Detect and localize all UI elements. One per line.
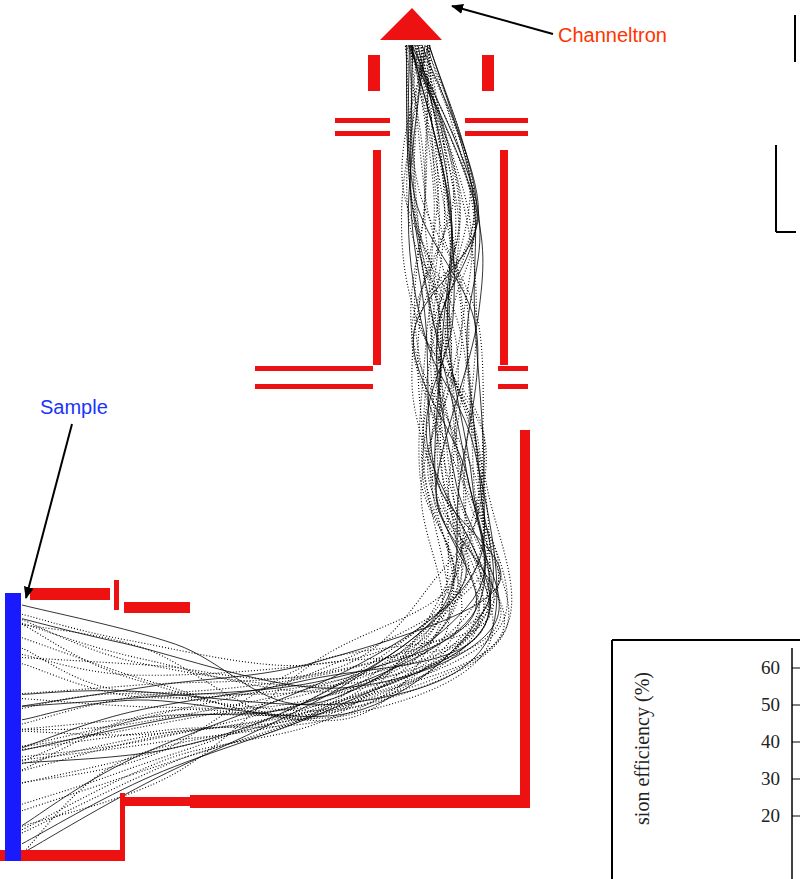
electron-trajectory bbox=[22, 45, 490, 844]
electron-trajectory bbox=[22, 45, 509, 770]
electron-trajectory bbox=[22, 45, 485, 826]
tick-label: 40 bbox=[761, 731, 780, 753]
axis-title: sion efficiency (%) bbox=[631, 672, 654, 825]
tick-label: 60 bbox=[761, 657, 780, 679]
electron-trajectory bbox=[22, 45, 493, 720]
electron-trajectory bbox=[22, 45, 484, 698]
electron-trajectory bbox=[22, 45, 497, 705]
electron-trajectory bbox=[22, 45, 512, 714]
electron-trajectory bbox=[22, 45, 499, 711]
electron-trajectory bbox=[22, 45, 454, 721]
electrodes bbox=[0, 8, 530, 861]
electron-trajectory bbox=[22, 45, 487, 746]
electron-trajectory bbox=[22, 45, 490, 748]
inset-frame bbox=[776, 15, 796, 232]
channeltron-symbol bbox=[380, 8, 442, 40]
electron-trajectory bbox=[22, 45, 499, 749]
electron-trajectory bbox=[22, 45, 484, 709]
leader-arrow bbox=[26, 424, 72, 598]
electron-trajectory bbox=[22, 45, 491, 729]
part-label: Sample bbox=[40, 396, 108, 419]
electron-trajectory bbox=[22, 45, 475, 747]
electron-trajectory bbox=[22, 45, 485, 750]
electron-trajectory bbox=[22, 45, 462, 730]
part-label: Channeltron bbox=[558, 24, 667, 47]
electron-trajectory bbox=[22, 45, 479, 694]
electron-trajectory bbox=[22, 45, 490, 675]
electron-trajectory bbox=[22, 45, 501, 757]
chart-frame bbox=[612, 640, 800, 879]
electron-trajectory bbox=[22, 45, 451, 693]
electron-trajectory bbox=[22, 45, 472, 804]
tick-label: 30 bbox=[761, 768, 780, 790]
electron-trajectory bbox=[22, 45, 507, 854]
electron-trajectory bbox=[22, 45, 501, 706]
electron-trajectory bbox=[22, 45, 458, 760]
electron-trajectories bbox=[22, 45, 512, 854]
sample-plate bbox=[5, 593, 21, 861]
electron-trajectory bbox=[22, 45, 474, 720]
leader-arrow bbox=[452, 6, 553, 34]
tick-label: 20 bbox=[761, 805, 780, 827]
electron-trajectory bbox=[22, 45, 494, 783]
electron-trajectory bbox=[22, 45, 505, 811]
tick-label: 50 bbox=[761, 694, 780, 716]
electron-trajectory bbox=[22, 45, 474, 686]
electron-trajectory bbox=[22, 45, 493, 761]
electron-trajectory bbox=[22, 45, 485, 705]
electron-trajectory bbox=[22, 45, 489, 783]
